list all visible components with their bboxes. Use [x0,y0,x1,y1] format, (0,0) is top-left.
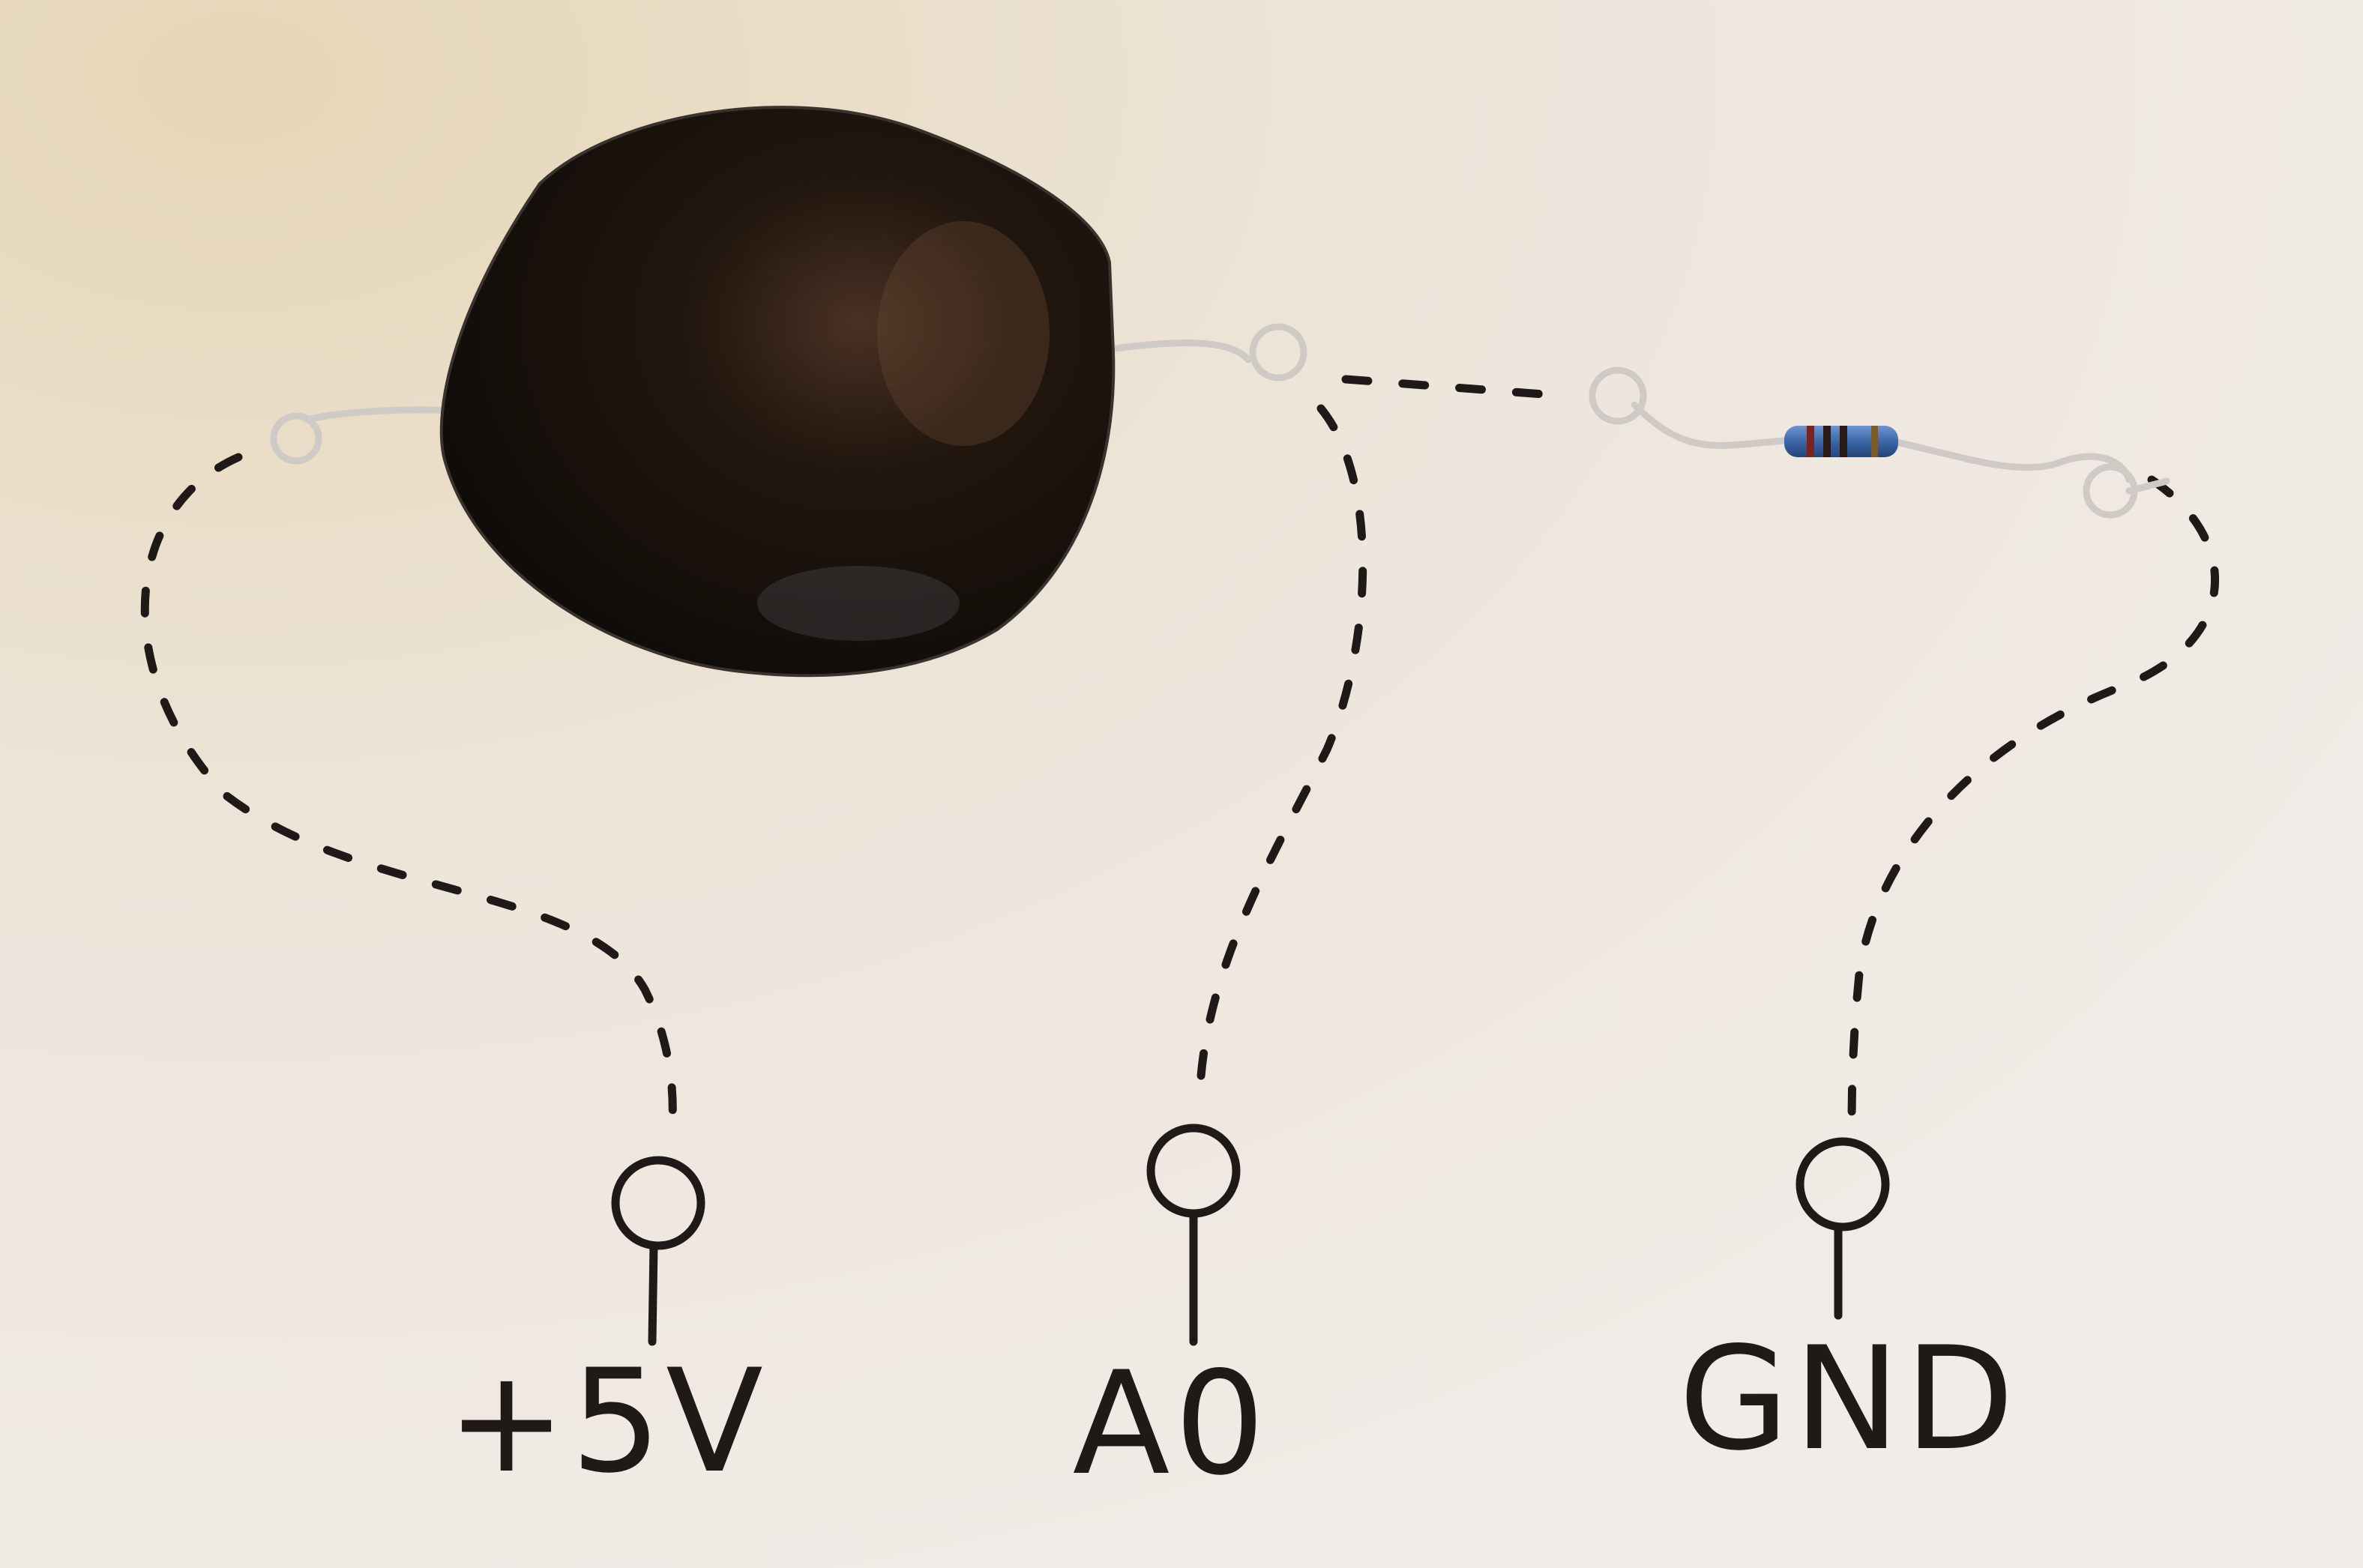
wire-loop-resistor-left [1589,367,1647,425]
fabric-sensor [439,106,1116,678]
resistor [1784,426,1898,457]
wire-loop-left [270,412,322,465]
sensor-glare [757,566,960,641]
wire-loop-middle [1249,323,1307,382]
sensor-highlight [877,221,1050,446]
pin-5v-stem [648,1241,658,1346]
trace-a0 [1195,404,1367,1114]
resistor-lead-left [1631,401,1788,449]
resistor-band-3 [1840,426,1847,457]
pin-5v-terminal [611,1156,705,1250]
trace-resistor-link [1341,375,1568,400]
resistor-band-1 [1807,426,1814,457]
resistor-lead-right [1893,438,2133,483]
sensor-lead-right [1106,339,1252,364]
resistor-band-2 [1823,426,1831,457]
trace-5v [140,453,677,1140]
pin-gnd-label: GND [1679,1316,2019,1482]
sensor-lead-left [304,406,457,423]
pin-gnd-terminal [1795,1137,1890,1231]
trace-gnd [1847,475,2220,1136]
pin-a0-label: A0 [1073,1341,1270,1507]
resistor-lead-tail [2125,477,2170,495]
resistor-band-4 [1871,426,1878,457]
pin-5v-label: +5V [447,1339,768,1504]
